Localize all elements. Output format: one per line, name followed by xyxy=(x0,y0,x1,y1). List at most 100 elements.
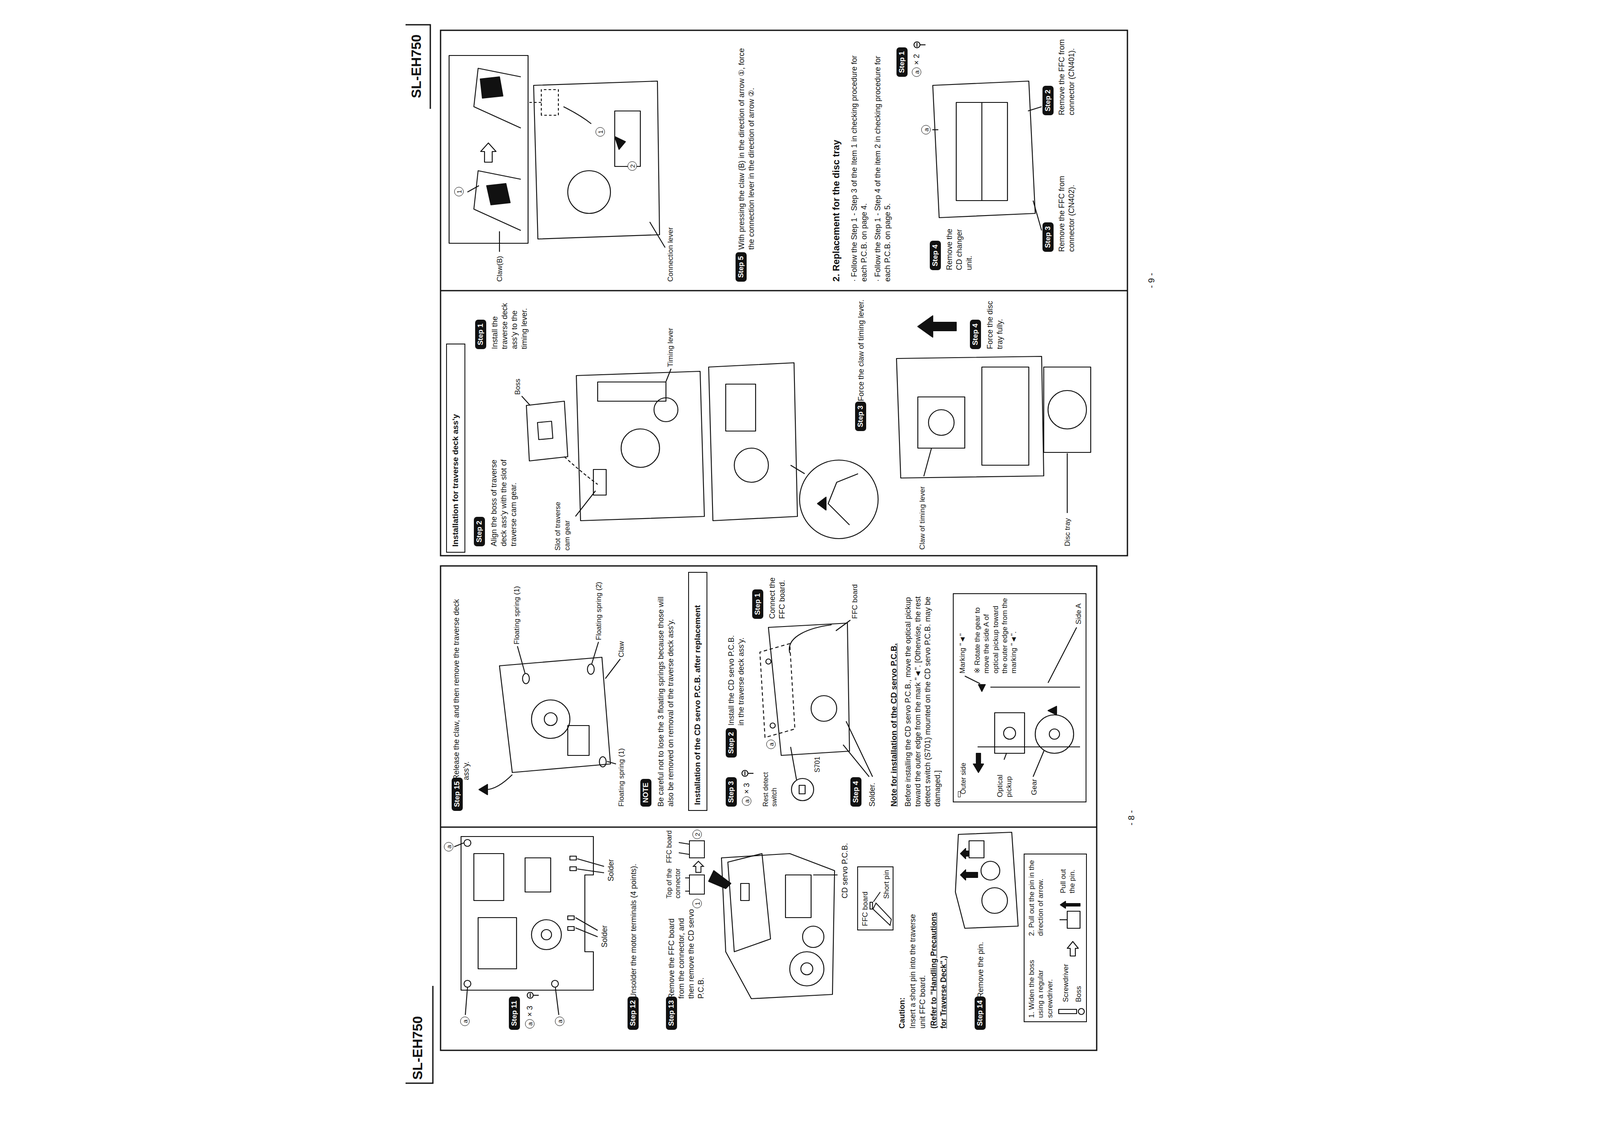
heading-text: Note for installation of the CD servo P.… xyxy=(888,643,900,807)
pin-removal-illustration-part xyxy=(1078,1008,1085,1015)
board-illustration-part xyxy=(533,995,539,996)
servo-install-illustration-part xyxy=(789,624,832,654)
text-label: Be careful not to lose the 3 floating sp… xyxy=(656,580,676,807)
box-text: Step 1 xyxy=(897,51,907,73)
traverse-install-illustration-part xyxy=(576,371,705,521)
heading-text: 2. Replacement for the disc tray xyxy=(830,139,843,282)
text-label: CD servo P.C.B. xyxy=(840,843,850,899)
step-badge: Step 13 xyxy=(665,996,678,1031)
text-label: Rest detect switch xyxy=(761,767,780,807)
heading-text: (Refer to "Handling Precautions for Trav… xyxy=(928,900,949,1029)
pin-removal-illustration-part xyxy=(981,861,1000,881)
disc-tray-illustration-part xyxy=(917,397,965,449)
text-label: Solder. xyxy=(867,782,878,807)
cd-changer-illustration-part xyxy=(1027,106,1042,111)
text-label: Disc tray xyxy=(1062,518,1073,547)
box-text: Step 3 xyxy=(726,781,736,803)
box-text: Step 11 xyxy=(509,1000,520,1027)
claw-inset-illustration-part xyxy=(480,76,503,99)
box-text-line: 2. Pull out the pin in the direction of … xyxy=(1027,857,1046,937)
disc-tray-illustration-part xyxy=(896,356,1044,479)
box-text: Step 1 xyxy=(753,593,763,616)
text-label: Top of the connector xyxy=(665,860,683,899)
text-label: Boss xyxy=(513,378,523,395)
pickup-inset-illustration-part xyxy=(964,676,981,684)
board-illustration-part xyxy=(464,839,471,847)
text-label: Unsolder the motor terminals (4 points). xyxy=(628,864,639,999)
servo-install-illustration xyxy=(741,620,873,801)
traverse-install-illustration-part xyxy=(665,368,672,382)
text-label: Release the claw, and then remove the tr… xyxy=(451,583,472,781)
callout-mark: 1 xyxy=(454,186,464,197)
traverse-deck-illustration-part xyxy=(522,673,530,684)
servo-board-illustration-part xyxy=(708,870,731,889)
callout-mark: 1 xyxy=(595,127,605,137)
connector-inset-part xyxy=(693,861,704,873)
servo-install-illustration-part xyxy=(846,721,873,777)
traverse-deck-illustration-part xyxy=(591,642,599,665)
text-label: S701 xyxy=(813,756,822,773)
servo-board-illustration-part xyxy=(813,874,838,876)
traverse-deck-illustration-part xyxy=(599,756,607,768)
servo-install-illustration-part xyxy=(765,659,771,665)
traverse-install-illustration-part xyxy=(593,469,607,496)
short-pin-inset-part xyxy=(872,903,892,926)
disc-tray-illustration-part xyxy=(923,448,932,477)
servo-install-illustration-part xyxy=(790,747,797,781)
text-label: × 2 xyxy=(911,53,922,65)
traverse-install-illustration-part xyxy=(575,490,596,517)
disc-tray-illustration-part xyxy=(981,367,1029,466)
box-text-line: Pull out the pin. xyxy=(1058,857,1078,894)
step-badge: Step 3 xyxy=(855,401,867,432)
step-badge: Step 4 xyxy=(850,777,862,807)
board-illustration-part xyxy=(529,993,531,998)
pickup-inset-illustration-part xyxy=(1004,753,1007,760)
board-illustration-part xyxy=(575,928,598,938)
text-label: Claw of timing lever xyxy=(917,464,928,550)
box-text: Step 3 xyxy=(855,405,866,428)
step-badge: Step 2 xyxy=(725,728,737,758)
step-badge: Step 1 xyxy=(896,47,908,77)
step-badge: Step 12 xyxy=(627,996,639,1031)
text-label: Install the CD servo P.C.B. in the trave… xyxy=(726,631,747,726)
servo-board-illustration-part xyxy=(789,951,824,987)
step-badge: Step 15 xyxy=(451,777,463,812)
callout-mark: a xyxy=(921,125,931,135)
traverse-deck-illustration-part xyxy=(485,774,513,790)
text-label: × 3 xyxy=(525,1005,535,1017)
text-label: FFC board xyxy=(665,830,674,864)
servo-install-illustration-part xyxy=(811,695,837,722)
disc-tray-illustration-part xyxy=(1048,390,1087,430)
pin-removal-illustration-part xyxy=(1058,1009,1077,1014)
pickup-inset-illustration-part xyxy=(1033,750,1045,777)
traverse-deck-illustration xyxy=(478,642,621,795)
step-badge: Step 2 xyxy=(1042,85,1054,116)
servo-board-illustration-part xyxy=(740,883,750,901)
box-text: Step 1 xyxy=(475,323,486,346)
timing-lever-illustration-part xyxy=(734,448,769,483)
pickup-inset-illustration-part xyxy=(1003,727,1016,740)
claw-inset-illustration-part xyxy=(528,102,542,103)
text-label: Remove the FFC from connector (CN402). xyxy=(1056,170,1077,252)
board-illustration-part xyxy=(567,926,575,931)
text-label: Floating spring (1) xyxy=(616,748,627,807)
claw-inset-illustration-part xyxy=(449,55,529,244)
box-text: 1. Widen the boss using a regular screwd… xyxy=(1027,954,1055,1019)
pickup-inset-illustration-part xyxy=(978,684,986,692)
box-text: NOTE xyxy=(641,782,651,803)
inset-box: 1. Widen the boss using a regular screwd… xyxy=(1023,853,1087,1023)
tag-box: Outer side xyxy=(957,791,961,798)
callout-mark: 2 xyxy=(692,829,702,840)
text-label: · Follow the Step 1 - Step 4 of the item… xyxy=(872,38,893,282)
text-label: Timing lever xyxy=(665,327,676,368)
text-label: Remove the FFC from connector (CN401). xyxy=(1056,34,1077,116)
box-text: Installation for traverse deck ass'y xyxy=(450,349,462,547)
traverse-install-illustration-part xyxy=(621,429,660,468)
pin-removal-illustration-part xyxy=(981,887,1008,914)
board-illustration-part xyxy=(531,919,562,950)
step-badge: Step 3 xyxy=(1042,222,1054,252)
